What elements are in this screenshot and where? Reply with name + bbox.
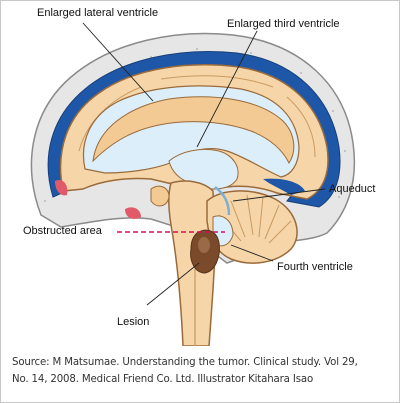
red-structure-sphenoid [125,207,141,219]
label-aqueduct: Aqueduct [329,183,376,195]
label-lesion: Lesion [117,316,150,328]
brainstem [168,180,216,346]
pituitary-area [150,185,170,207]
label-enlarged-lateral-ventricle: Enlarged lateral ventricle [37,7,159,19]
source-caption: Source: M Matsumae. Understanding the tu… [12,354,394,388]
red-structure-left [55,179,68,196]
caption-line-1: Source: M Matsumae. Understanding the tu… [12,357,358,368]
label-fourth-ventricle: Fourth ventricle [277,261,353,273]
label-enlarged-third-ventricle: Enlarged third ventricle [227,18,340,30]
cisterna-blue [263,178,305,195]
label-obstructed-area: Obstructed area [23,225,102,237]
leader-lines [82,22,326,306]
corpus-callosum [92,96,295,164]
lesion-highlight [198,237,210,253]
aqueduct-channel [214,186,231,216]
brain-hydrocephalus-illustration [30,22,356,346]
caption-line-2: No. 14, 2008. Medical Friend Co. Ltd. Il… [12,374,314,385]
